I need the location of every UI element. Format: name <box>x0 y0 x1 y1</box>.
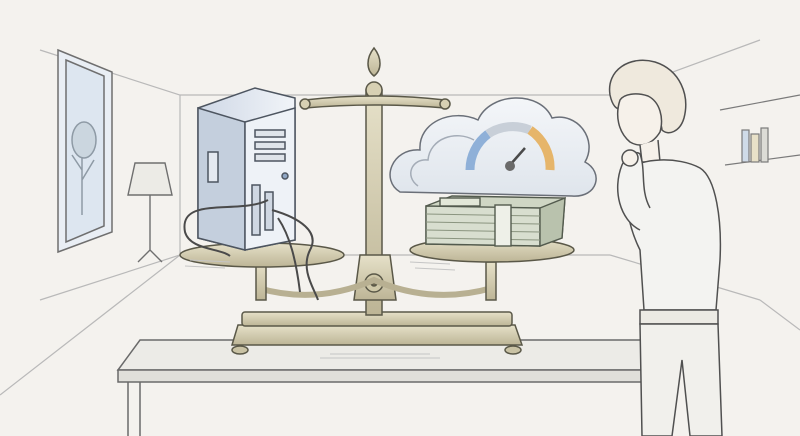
sketch-shading <box>184 259 456 359</box>
money-stack-icon <box>425 195 566 247</box>
server-tower-icon <box>183 87 319 301</box>
gauge-icon <box>465 122 555 171</box>
floor-lamp-icon <box>127 162 173 263</box>
shelf-icon <box>719 94 800 166</box>
cloud-icon <box>389 97 597 197</box>
window-icon <box>57 48 113 254</box>
thinking-person-icon <box>608 59 723 436</box>
